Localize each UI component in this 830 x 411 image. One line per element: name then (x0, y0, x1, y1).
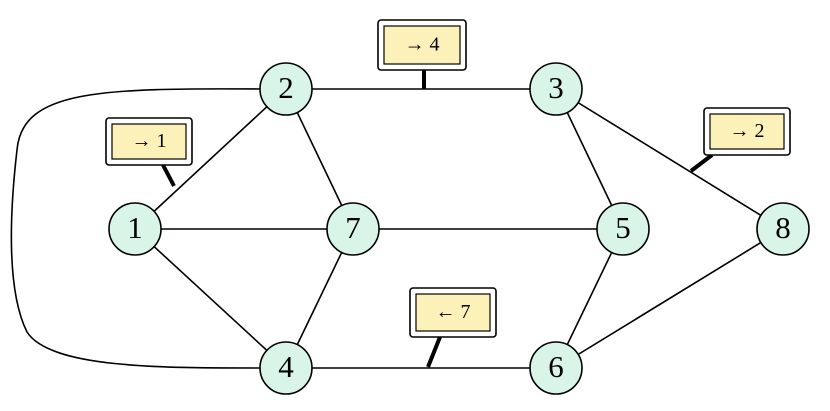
tag-2-box (709, 113, 785, 150)
edge-1-2 (134, 88, 287, 230)
tag-2: → 2 (689, 107, 791, 173)
edge-2-4 (10, 88, 261, 369)
node-2-circle (259, 62, 313, 116)
tags-layer: → 1 → 4 → 2 ← 7 (105, 19, 791, 368)
node-3-circle (529, 62, 583, 116)
node-6-circle (529, 341, 583, 395)
tag-1-pole (161, 164, 176, 187)
node-8: 8 (756, 202, 810, 256)
tag-1: → 1 (105, 117, 193, 187)
tag-1-box (111, 123, 187, 160)
node-8-circle (756, 202, 810, 256)
edge-6-8 (555, 228, 784, 369)
node-4-circle (259, 341, 313, 395)
node-1-circle (108, 202, 162, 256)
node-1-label: 1 (127, 210, 143, 245)
tag-1-label: → 1 (132, 130, 167, 152)
tag-2-pole (689, 153, 714, 173)
nodes-layer: 1 2 3 4 5 6 7 8 (108, 62, 810, 395)
node-8-label: 8 (775, 210, 791, 245)
edge-3-8 (555, 88, 784, 230)
node-6: 6 (529, 341, 583, 395)
edge-1-4 (134, 228, 287, 369)
tag-2-label: → 2 (730, 120, 765, 142)
node-5-label: 5 (615, 210, 631, 245)
tag-7-label: ← 7 (436, 301, 471, 323)
node-2-label: 2 (278, 70, 294, 105)
node-7-label: 7 (345, 210, 361, 245)
node-5: 5 (596, 202, 650, 256)
node-3: 3 (529, 62, 583, 116)
node-4: 4 (259, 341, 313, 395)
tag-4-box (383, 25, 461, 65)
node-1: 1 (108, 202, 162, 256)
node-4-label: 4 (278, 349, 294, 384)
tag-7-box (415, 293, 491, 332)
tag-4-label: → 4 (405, 34, 440, 56)
tag-7-pole (426, 336, 442, 368)
node-7: 7 (326, 202, 380, 256)
node-6-label: 6 (548, 349, 564, 384)
node-3-label: 3 (548, 70, 564, 105)
node-7-circle (326, 202, 380, 256)
node-5-circle (596, 202, 650, 256)
tag-4: → 4 (377, 19, 467, 89)
node-2: 2 (259, 62, 313, 116)
tag-7: ← 7 (409, 287, 497, 368)
